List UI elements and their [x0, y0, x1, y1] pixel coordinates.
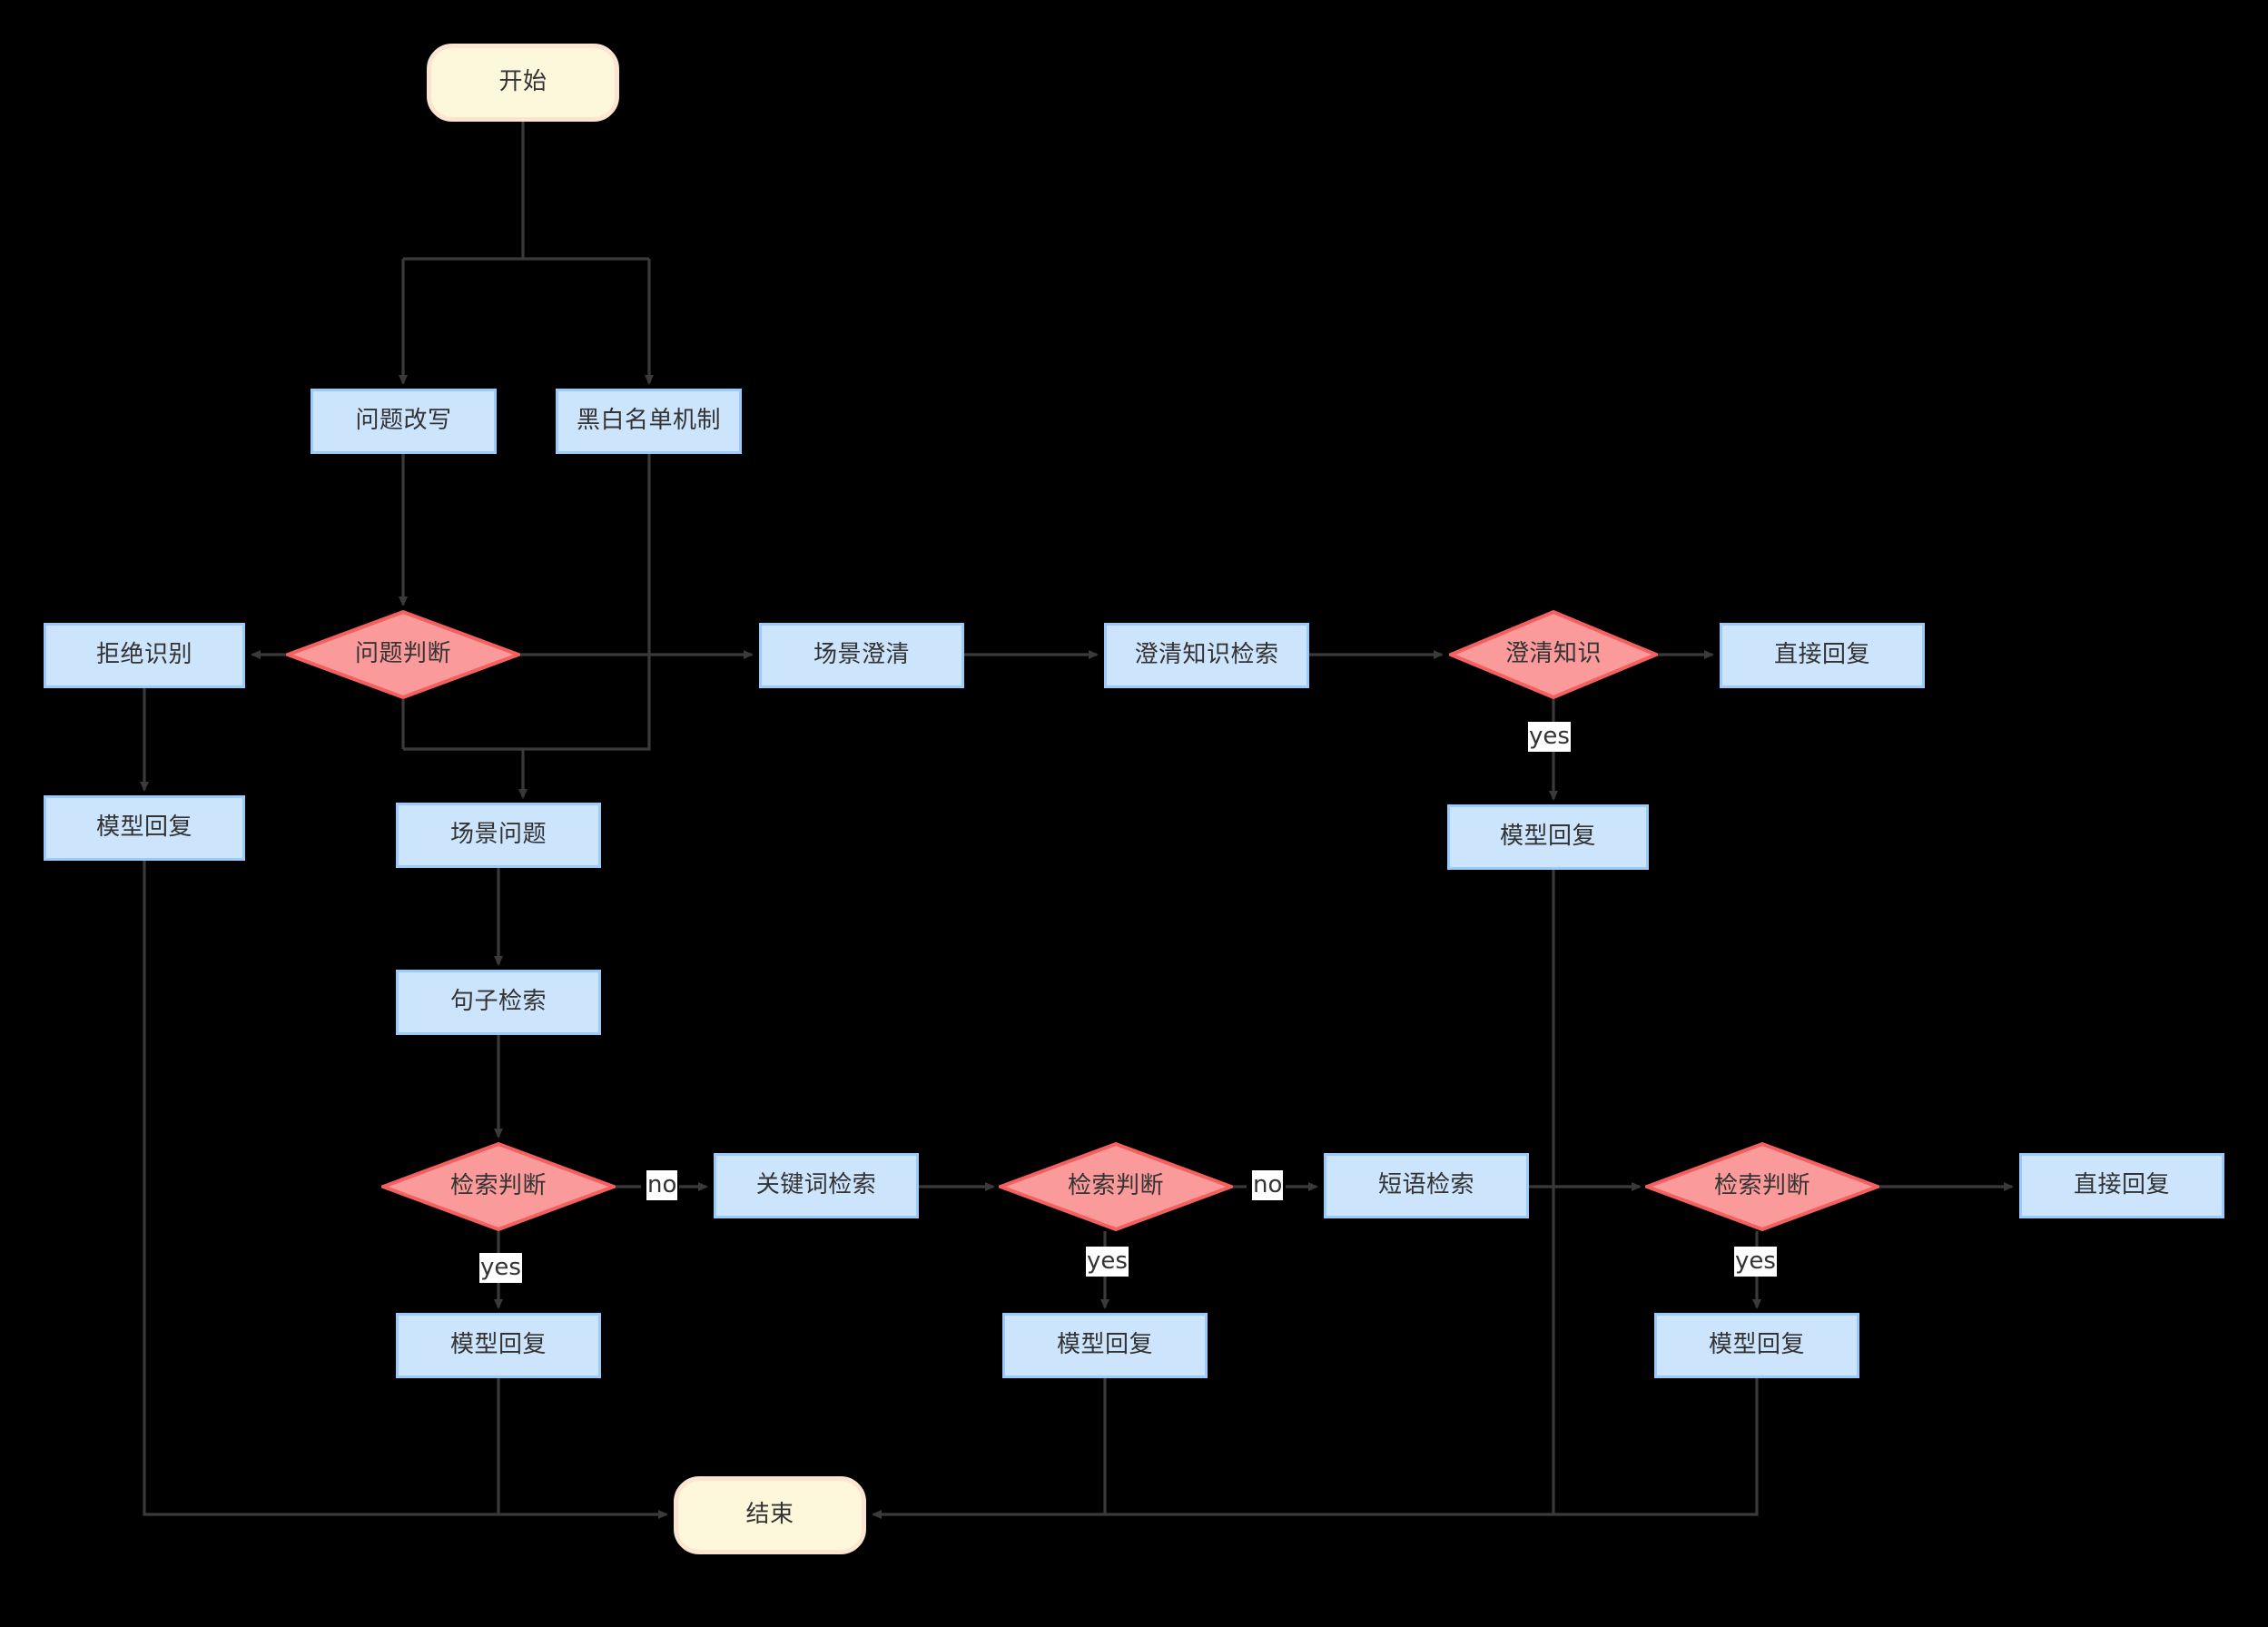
- edge-label-lbl-r3-yes: yes: [1734, 1247, 1777, 1277]
- node-clarify[interactable]: 场景澄清: [759, 623, 964, 688]
- node-scene_q[interactable]: 场景问题: [396, 803, 601, 868]
- node-label: 场景澄清: [813, 641, 910, 669]
- node-label: 直接回复: [1773, 641, 1870, 669]
- edge-blacklist-join: [403, 454, 651, 751]
- node-direct_1[interactable]: 直接回复: [1720, 623, 1925, 688]
- node-model_reply_clarify[interactable]: 模型回复: [1447, 804, 1649, 870]
- edge-label-lbl-r2-yes: yes: [1086, 1247, 1129, 1277]
- node-label: 问题改写: [355, 407, 452, 435]
- node-model_reply_left[interactable]: 模型回复: [44, 795, 245, 861]
- node-blacklist[interactable]: 黑白名单机制: [556, 389, 742, 454]
- diamond-shape: [1645, 1142, 1879, 1231]
- node-phrase_search[interactable]: 短语检索: [1324, 1153, 1529, 1218]
- node-label: 结束: [745, 1501, 794, 1529]
- node-sent_search[interactable]: 句子检索: [396, 970, 601, 1035]
- edge-label-lbl-r2-no: no: [1252, 1170, 1284, 1200]
- node-start[interactable]: 开始: [427, 44, 619, 122]
- node-clarify_kb[interactable]: 澄清知识检索: [1104, 623, 1309, 688]
- edge-modelb3-end: [1105, 1378, 1759, 1516]
- node-r_judge_1[interactable]: 检索判断: [381, 1142, 616, 1231]
- node-end[interactable]: 结束: [674, 1476, 866, 1554]
- node-label: 检索判断: [449, 1172, 547, 1200]
- node-label: 澄清知识: [1504, 640, 1602, 668]
- node-label: 开始: [498, 68, 547, 96]
- edge-label-lbl-r1-no: no: [646, 1170, 678, 1200]
- node-label: 澄清知识检索: [1134, 641, 1279, 669]
- node-label: 直接回复: [2073, 1171, 2170, 1199]
- diamond-shape: [286, 610, 520, 699]
- edge-label-lbl-r1-yes: yes: [479, 1253, 522, 1283]
- node-label: 关键词检索: [755, 1171, 877, 1199]
- node-clarify_dec[interactable]: 澄清知识: [1449, 610, 1658, 699]
- node-rewrite[interactable]: 问题改写: [311, 389, 497, 454]
- node-model_reply_b1[interactable]: 模型回复: [396, 1313, 601, 1378]
- node-direct_2[interactable]: 直接回复: [2019, 1153, 2224, 1218]
- diamond-shape: [999, 1142, 1233, 1231]
- node-label: 检索判断: [1067, 1172, 1164, 1200]
- edge-label-lbl-clarify-yes: yes: [1528, 722, 1571, 752]
- diamond-shape: [381, 1142, 616, 1231]
- node-label: 模型回复: [1708, 1331, 1805, 1359]
- node-model_reply_b3[interactable]: 模型回复: [1654, 1313, 1859, 1378]
- edge-modelleft-end: [143, 861, 668, 1519]
- node-label: 问题判断: [354, 640, 451, 668]
- node-q_judge[interactable]: 问题判断: [286, 610, 520, 699]
- node-label: 句子检索: [449, 988, 547, 1016]
- node-r_judge_3[interactable]: 检索判断: [1645, 1142, 1879, 1231]
- node-label: 黑白名单机制: [576, 407, 721, 435]
- node-label: 场景问题: [449, 821, 547, 849]
- node-label: 模型回复: [449, 1331, 547, 1359]
- node-label: 短语检索: [1377, 1171, 1474, 1199]
- node-label: 模型回复: [1499, 823, 1596, 851]
- node-kw_search[interactable]: 关键词检索: [714, 1153, 919, 1218]
- node-model_reply_b2[interactable]: 模型回复: [1002, 1313, 1208, 1378]
- node-label: 拒绝识别: [95, 641, 192, 669]
- edge-modelb2-end: [872, 1378, 1107, 1519]
- node-label: 检索判断: [1713, 1172, 1810, 1200]
- node-reject[interactable]: 拒绝识别: [44, 623, 245, 688]
- node-label: 模型回复: [1056, 1331, 1153, 1359]
- node-r_judge_2[interactable]: 检索判断: [999, 1142, 1233, 1231]
- node-label: 模型回复: [95, 814, 192, 842]
- diamond-shape: [1449, 610, 1658, 699]
